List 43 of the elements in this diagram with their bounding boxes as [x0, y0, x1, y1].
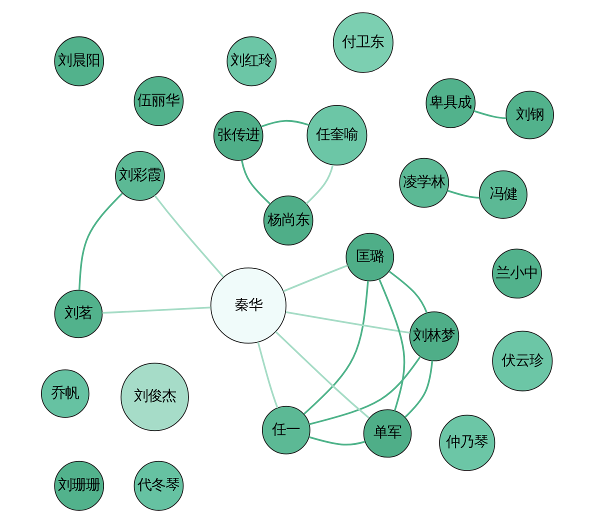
node-circle: 秦华 — [210, 268, 286, 344]
node-circle: 匡璐 — [346, 232, 394, 282]
node-circle: 伏云珍 — [492, 330, 553, 392]
connector — [102, 306, 211, 314]
connector — [257, 342, 278, 408]
connector — [309, 436, 366, 446]
connector — [78, 192, 123, 290]
node-circle: 刘红玲 — [226, 36, 277, 86]
connector — [447, 190, 480, 199]
node-circle: 刘钢 — [506, 90, 554, 140]
connector — [240, 160, 271, 205]
node-circle: 凌学林 — [399, 158, 450, 208]
node-circle: 任奎喻 — [306, 104, 368, 166]
node-circle: 冯健 — [479, 170, 528, 219]
node-circle: 任一 — [262, 406, 310, 454]
node-circle: 杨尚东 — [263, 196, 314, 246]
node-circle: 刘俊杰 — [120, 362, 189, 432]
node-circle: 刘林梦 — [409, 311, 460, 362]
node-circle: 仲乃琴 — [439, 414, 496, 471]
connector — [283, 264, 348, 292]
node-circle: 卑具成 — [426, 78, 476, 128]
connector — [378, 278, 406, 411]
connector — [309, 356, 422, 426]
connector — [303, 280, 369, 415]
connector — [404, 360, 434, 418]
connector — [306, 164, 334, 204]
connector — [388, 270, 428, 314]
connector — [261, 120, 310, 128]
node-circle: 乔帆 — [40, 369, 90, 418]
node-circle: 刘茗 — [54, 290, 103, 338]
connector — [474, 110, 506, 120]
node-circle: 刘彩霞 — [115, 150, 165, 201]
node-circle: 兰小中 — [492, 248, 542, 299]
connector — [154, 194, 224, 278]
connector — [275, 331, 370, 419]
node-circle: 刘晨阳 — [54, 36, 104, 86]
node-circle: 刘珊珊 — [54, 460, 104, 511]
node-circle: 代冬琴 — [134, 460, 184, 511]
node-circle: 张传进 — [213, 110, 264, 161]
node-circle: 付卫东 — [332, 12, 394, 73]
connector — [286, 311, 410, 334]
node-circle: 单军 — [363, 409, 412, 458]
node-circle: 伍丽华 — [134, 76, 184, 126]
